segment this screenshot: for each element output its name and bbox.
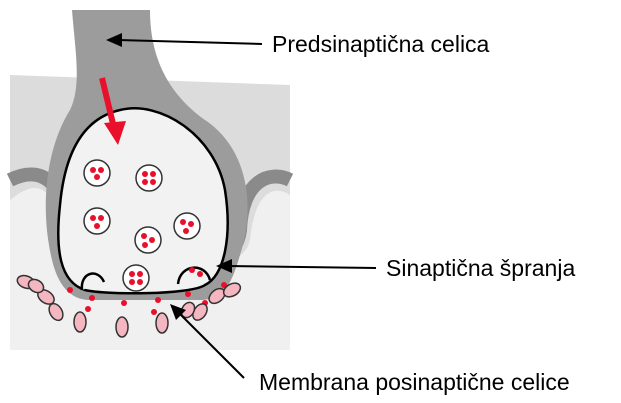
vesicle [174, 213, 200, 239]
vesicle [84, 160, 110, 186]
vesicle [135, 227, 161, 253]
vesicle [84, 208, 110, 234]
receptor [156, 313, 168, 333]
receptor [116, 317, 128, 337]
label-presynaptic-cell: Predsinaptična celica [272, 33, 489, 56]
vesicle [123, 265, 149, 291]
label-postsynaptic-membrane: Membrana posinaptične celice [259, 371, 570, 394]
label-synaptic-cleft: Sinaptična špranja [386, 257, 575, 280]
vesicle [136, 165, 162, 191]
receptor [74, 312, 86, 332]
